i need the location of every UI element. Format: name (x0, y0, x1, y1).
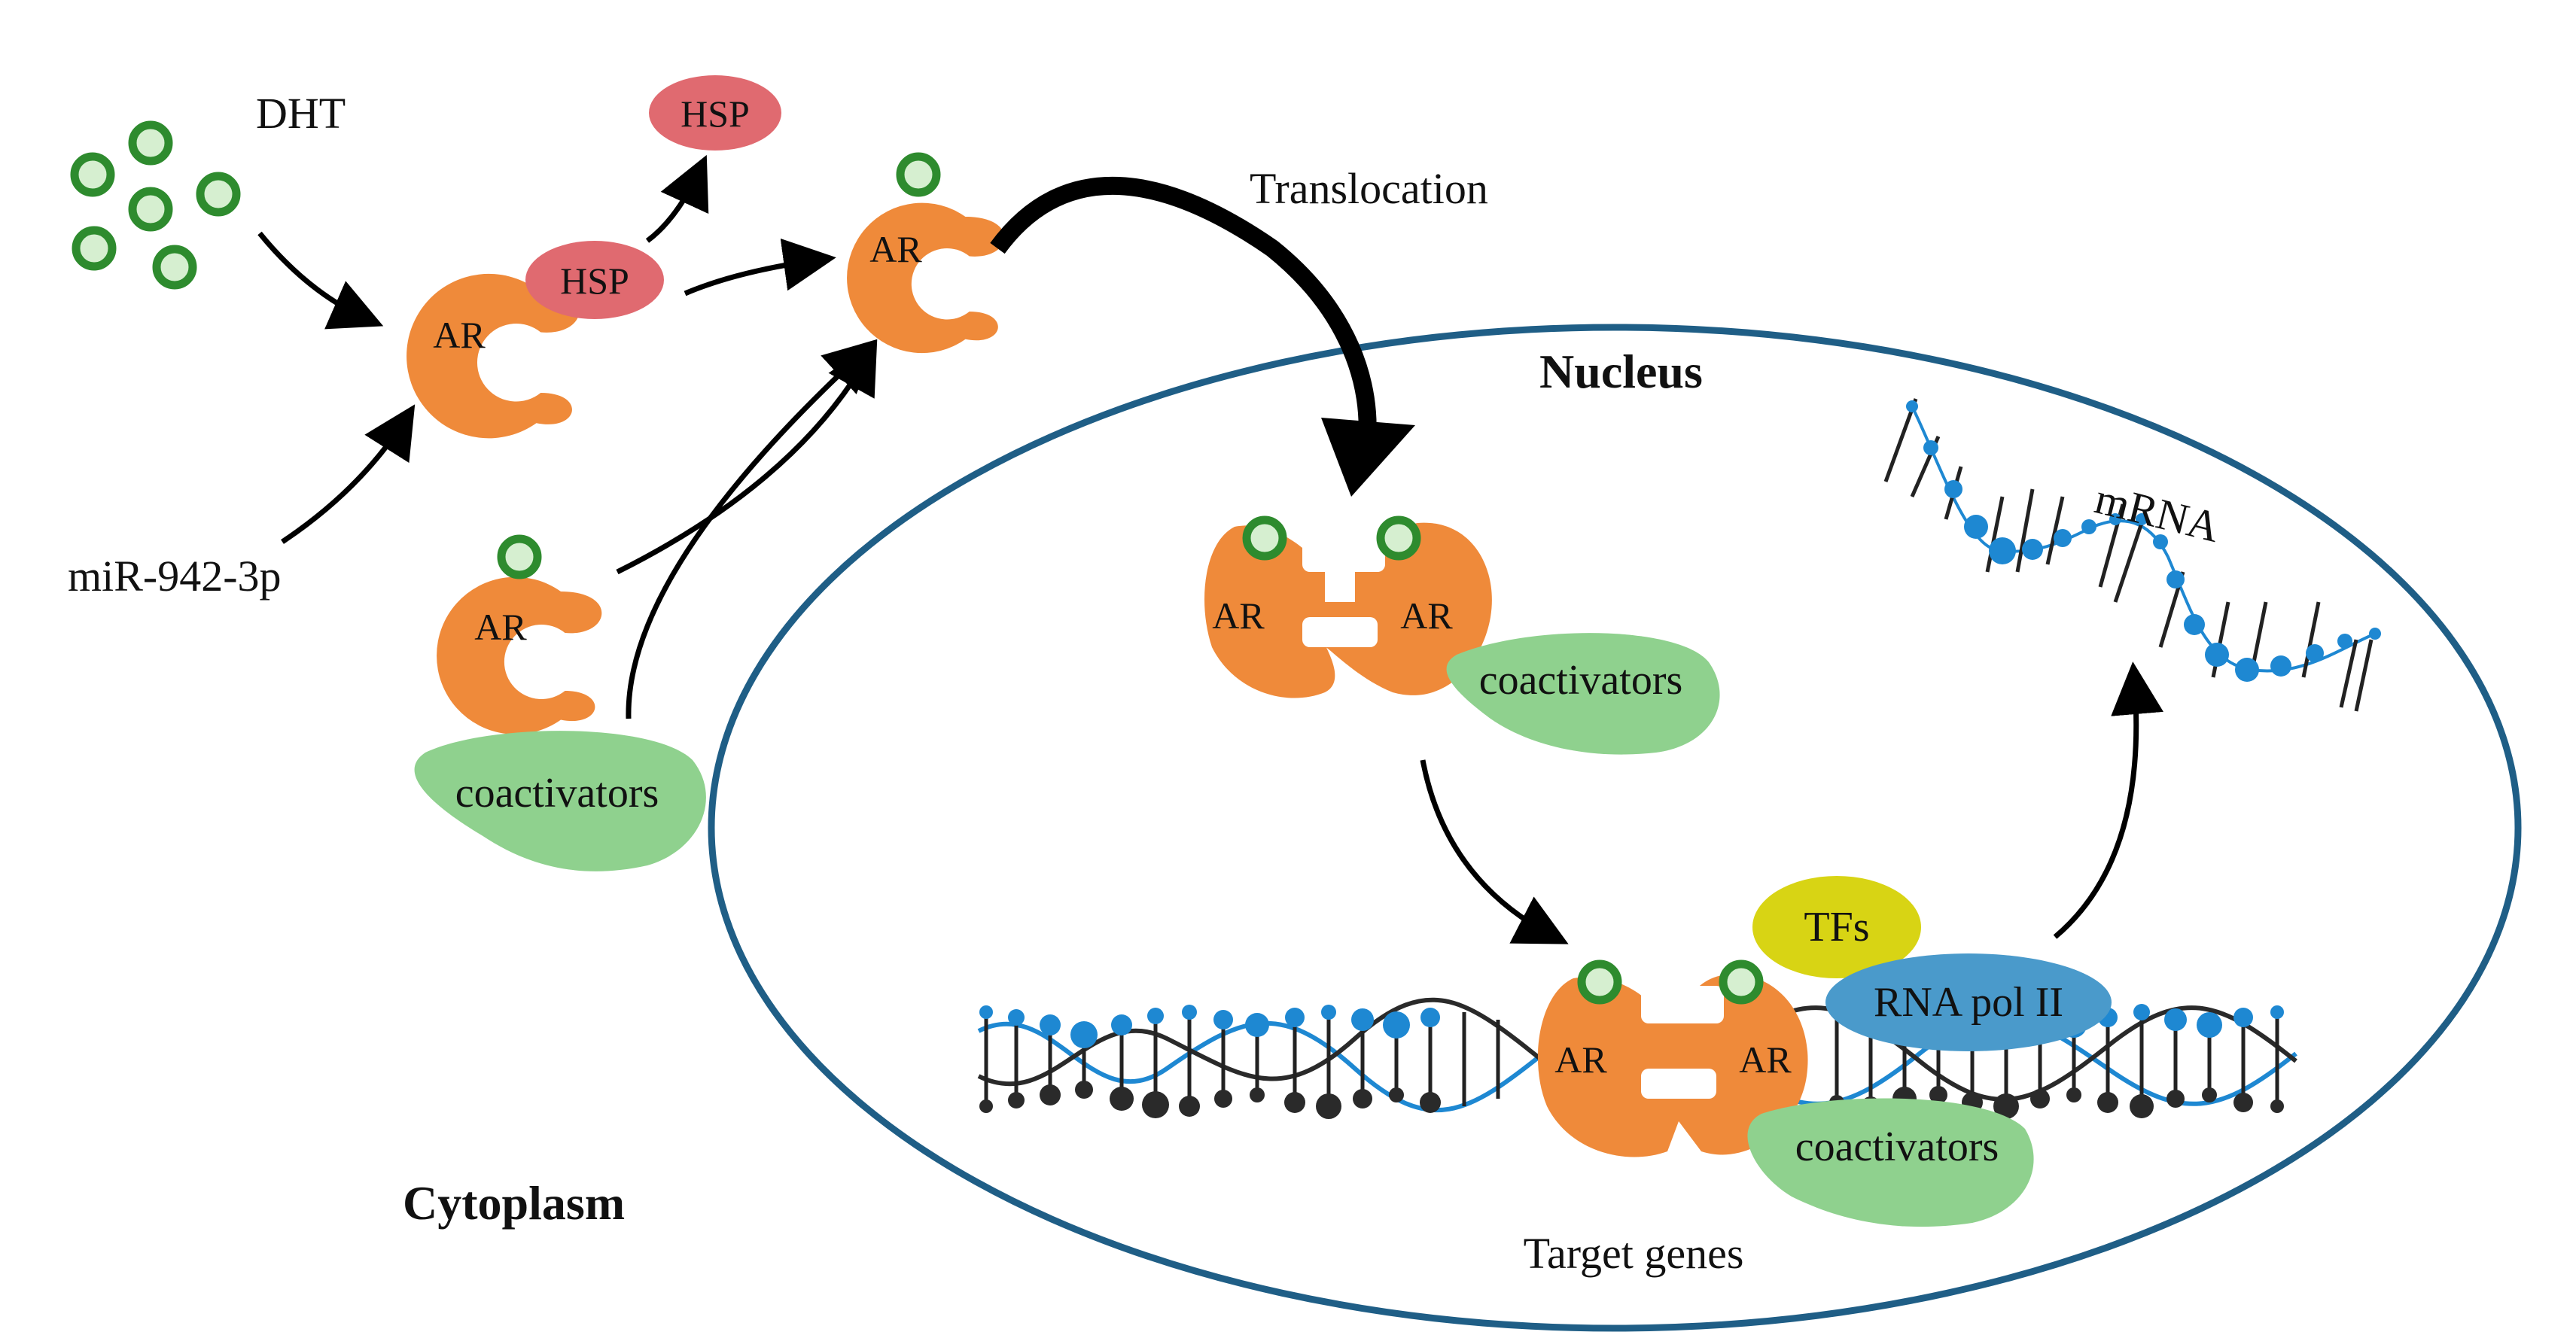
rna-pol-label: RNA pol II (1874, 979, 2063, 1026)
coactivators-label: coactivators (1479, 657, 1683, 704)
dht-ligand (1577, 959, 1622, 1005)
mirna-label: miR-942-3p (68, 552, 282, 601)
binding-arrow (1420, 759, 1569, 944)
coactivators-label: coactivators (455, 770, 659, 817)
ar-label: AR (433, 314, 486, 356)
dht-label: DHT (256, 89, 346, 138)
hsp-free (649, 75, 781, 151)
dht-ligand (1376, 515, 1421, 561)
tfs-label: TFs (1804, 904, 1869, 950)
translocation-arrow (990, 176, 1377, 449)
coactivators-label: coactivators (1795, 1124, 1999, 1170)
translocation-arrowhead (1321, 418, 1415, 497)
dht-ligand (1242, 515, 1287, 561)
dht-ligand (497, 534, 542, 579)
dht-ligand (896, 152, 941, 197)
coactivators-nucleus-upper: coactivators (1446, 633, 1720, 755)
dht-ligand (72, 226, 117, 271)
hsp-bound (525, 241, 664, 319)
dht-ligand (196, 172, 241, 217)
cytoplasm-arrows (257, 154, 878, 719)
dna-helix (977, 997, 2297, 1119)
ar-ligand-bound-lower: AR (437, 534, 602, 734)
ar-hsp-complex: HSP AR (406, 241, 664, 439)
target-genes-label: Target genes (1524, 1229, 1744, 1278)
translocation-label: Translocation (1250, 164, 1488, 213)
ar-dimer-on-dna: AR AR (1537, 959, 1808, 1157)
ar-label: AR (1400, 595, 1453, 637)
coactivators-cytoplasm: coactivators (414, 731, 706, 871)
dht-ligand-cluster (70, 120, 241, 290)
dht-ligand (128, 120, 173, 166)
tfs: TFs (1752, 876, 1921, 978)
dht-ligand (1719, 959, 1764, 1005)
transcription-arrow (2053, 661, 2163, 939)
nucleus-membrane (708, 324, 2522, 1332)
ar-label: AR (474, 606, 527, 648)
mrna: mRNA (1883, 398, 2381, 712)
hsp-free-label: HSP (681, 93, 750, 135)
cytoplasm-label: Cytoplasm (403, 1176, 625, 1230)
ar-dimer-upper: AR AR (1204, 515, 1492, 698)
ar-label: AR (1212, 595, 1265, 637)
hsp-bound-label: HSP (560, 260, 629, 302)
dht-ligand (128, 187, 173, 232)
nucleus-label: Nucleus (1539, 345, 1703, 398)
ar-label: AR (1739, 1039, 1792, 1081)
coactivators-on-dna: coactivators (1747, 1098, 2034, 1227)
ar-ligand-bound: AR (847, 152, 1005, 354)
ar-label: AR (869, 228, 922, 270)
rna-pol-ii: RNA pol II (1825, 953, 2112, 1051)
dht-ligand (70, 152, 115, 197)
ar-label: AR (1554, 1039, 1607, 1081)
dht-ligand (152, 245, 197, 290)
